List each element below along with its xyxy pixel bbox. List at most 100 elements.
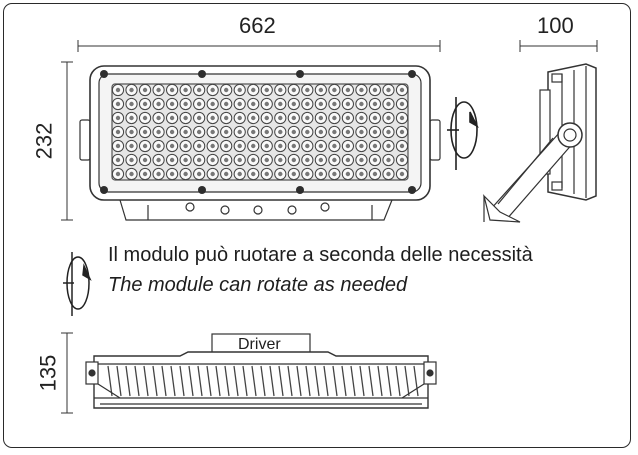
heatsink-fin — [386, 365, 392, 397]
led-emitter — [223, 171, 229, 177]
led-emitter — [115, 87, 121, 93]
led-emitter — [332, 143, 337, 149]
led-emitter — [115, 129, 121, 135]
heatsink-fin — [143, 365, 149, 397]
led-emitter — [399, 171, 405, 177]
led-emitter — [399, 101, 405, 107]
led-emitter — [345, 115, 351, 121]
heatsink-fin — [161, 365, 167, 397]
led-emitter — [210, 143, 215, 149]
led-emitter — [156, 171, 161, 177]
led-emitter — [210, 101, 215, 107]
heatsink-fin — [350, 365, 356, 397]
led-emitter — [183, 171, 188, 177]
led-emitter — [345, 171, 351, 177]
led-emitter — [359, 87, 364, 93]
led-emitter — [129, 129, 134, 135]
heatsink-fin — [359, 365, 365, 397]
led-emitter — [156, 143, 161, 149]
led-emitter — [264, 129, 269, 135]
led-emitter — [291, 101, 297, 107]
led-emitter — [196, 101, 202, 107]
led-emitter — [210, 171, 215, 177]
led-emitter — [305, 87, 310, 93]
led-emitter — [183, 115, 188, 121]
led-emitter — [264, 87, 269, 93]
led-emitter — [223, 87, 229, 93]
led-emitter — [332, 157, 337, 163]
driver-label: Driver — [238, 336, 281, 353]
section-height-dimension-label: 135 — [35, 354, 61, 392]
led-emitter — [305, 101, 310, 107]
heatsink-fin — [260, 365, 266, 397]
heatsink-fin — [413, 365, 419, 397]
led-emitter — [386, 101, 391, 107]
led-emitter — [386, 157, 391, 163]
led-emitter — [196, 143, 202, 149]
led-emitter — [142, 157, 148, 163]
led-emitter — [156, 129, 161, 135]
led-emitter — [305, 171, 310, 177]
led-emitter — [345, 87, 351, 93]
led-emitter — [115, 157, 121, 163]
led-emitter — [237, 87, 242, 93]
led-emitter — [345, 157, 351, 163]
led-emitter — [115, 143, 121, 149]
depth-dimension-label: 100 — [537, 13, 574, 38]
section-view-floodlight — [85, 333, 437, 409]
led-emitter — [156, 157, 161, 163]
led-emitter — [399, 143, 405, 149]
led-emitter — [210, 157, 215, 163]
led-emitter — [237, 143, 242, 149]
led-emitter — [332, 115, 337, 121]
led-emitter — [142, 171, 148, 177]
housing-screws — [100, 70, 416, 194]
led-emitter — [318, 101, 324, 107]
heatsink-fin — [152, 365, 158, 397]
led-emitter — [318, 115, 324, 121]
led-emitter — [278, 171, 283, 177]
led-emitter — [251, 157, 256, 163]
led-emitter — [305, 157, 310, 163]
led-emitter — [359, 101, 364, 107]
led-emitter — [156, 101, 161, 107]
led-emitter — [359, 115, 364, 121]
led-emitter — [318, 157, 324, 163]
led-emitter — [210, 115, 215, 121]
heatsink-fin — [107, 365, 113, 397]
led-emitter — [115, 171, 121, 177]
depth-dimension-line — [519, 40, 598, 52]
rotation-arrow-icon-caption — [63, 252, 92, 316]
led-emitter — [237, 171, 242, 177]
led-emitter — [129, 157, 134, 163]
led-emitter — [291, 143, 297, 149]
led-emitter — [169, 157, 175, 163]
led-emitter — [399, 157, 405, 163]
led-emitter — [264, 157, 269, 163]
led-emitter — [332, 171, 337, 177]
heatsink-fin — [179, 365, 185, 397]
led-emitter — [372, 129, 378, 135]
led-emitter — [223, 129, 229, 135]
led-emitter — [332, 87, 337, 93]
led-emitter — [251, 171, 256, 177]
led-emitter — [156, 87, 161, 93]
led-emitter — [142, 143, 148, 149]
led-emitter — [156, 115, 161, 121]
led-emitter — [359, 157, 364, 163]
heatsink-fin — [332, 365, 338, 397]
led-emitter — [237, 157, 242, 163]
led-emitter — [386, 87, 391, 93]
height-dimension-label: 232 — [31, 122, 57, 160]
led-emitter — [142, 115, 148, 121]
led-emitter — [237, 129, 242, 135]
led-emitter — [251, 129, 256, 135]
led-emitter — [115, 101, 121, 107]
led-emitter — [251, 115, 256, 121]
heatsink-fin — [368, 365, 374, 397]
heatsink-fin — [197, 365, 203, 397]
led-emitter — [291, 87, 297, 93]
led-emitter — [251, 87, 256, 93]
led-emitter — [251, 143, 256, 149]
